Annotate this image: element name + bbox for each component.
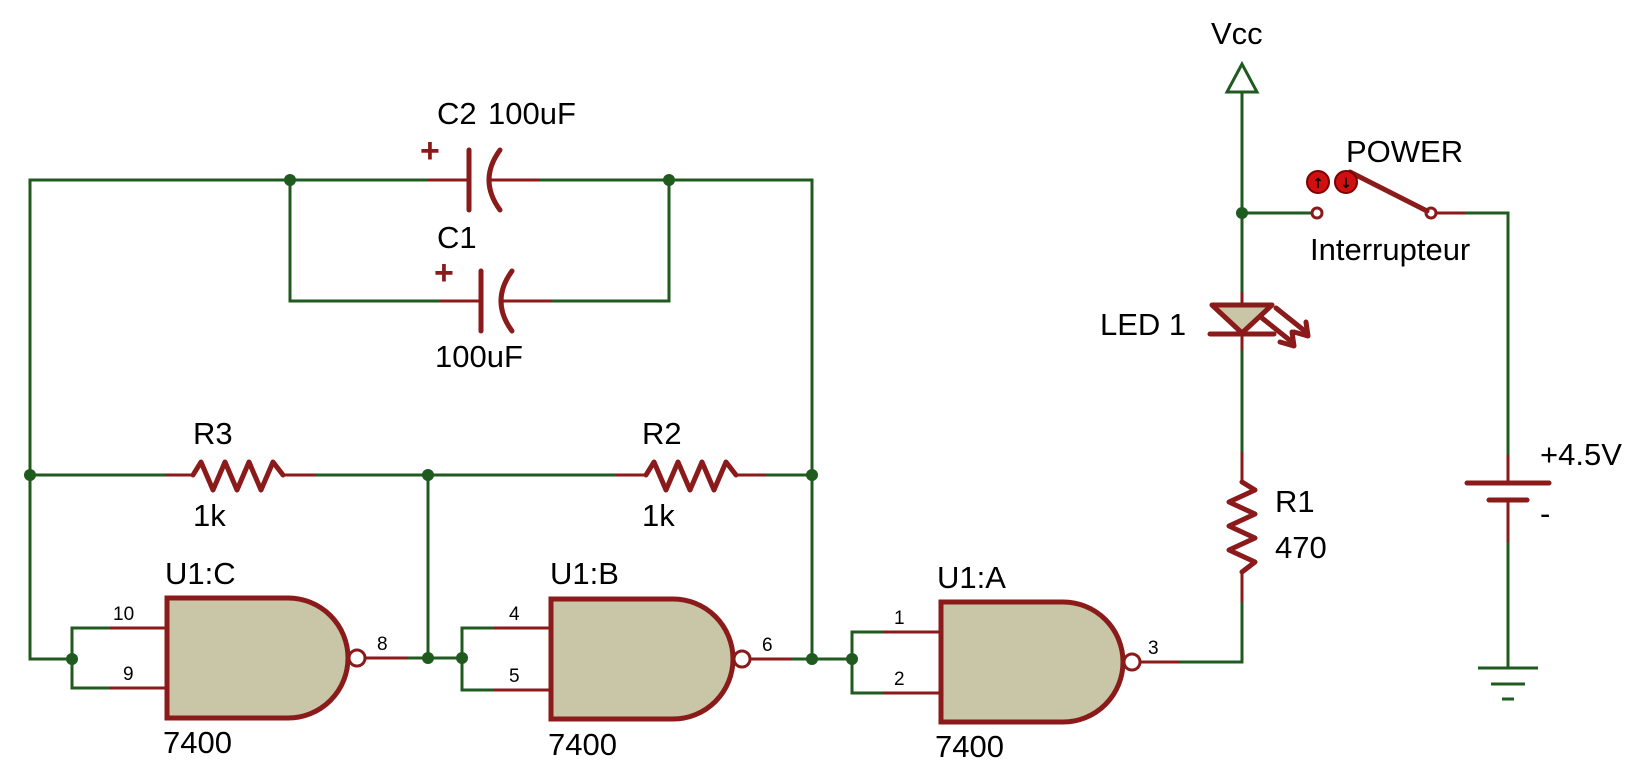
junction-dot	[806, 469, 818, 481]
r2-value-label: 1k	[642, 498, 675, 533]
r3-reference-label: R3	[193, 416, 233, 451]
u1b-pin-5: 5	[509, 666, 520, 687]
power-switch[interactable]: ↑ ↓ POWER Interrupteur	[1306, 134, 1470, 267]
battery-voltage-label: +4.5V	[1540, 437, 1622, 472]
wire-top-right	[538, 178, 814, 477]
wire-c1-right	[550, 178, 671, 303]
capacitor-c1: + C1 100uF	[434, 220, 552, 374]
ground-icon	[1478, 666, 1538, 701]
vcc-label: Vcc	[1211, 16, 1263, 51]
r2-reference-label: R2	[642, 416, 682, 451]
r3-value-label: 1k	[193, 498, 226, 533]
battery-negative-label: -	[1540, 496, 1550, 531]
junction-dot	[422, 652, 434, 664]
u1c-pin-8: 8	[377, 634, 388, 655]
resistor-r3: R3 1k	[165, 416, 315, 533]
junction-dot	[846, 653, 858, 665]
wires	[28, 90, 1510, 695]
nand-gate-u1c: 10 9 8 U1:C 7400	[110, 556, 408, 760]
led-1: LED 1	[1100, 292, 1311, 350]
u1a-reference-label: U1:A	[937, 560, 1006, 595]
u1c-part-label: 7400	[163, 725, 232, 760]
u1a-pin-2: 2	[894, 669, 905, 690]
junction-dot	[284, 174, 296, 186]
u1a-pin-3: 3	[1148, 638, 1159, 659]
led-label: LED 1	[1100, 307, 1186, 342]
resistor-r1: R1 470	[1226, 452, 1327, 602]
junction-dot	[456, 652, 468, 664]
r1-value-label: 470	[1275, 530, 1327, 565]
wire-u1c-inputs	[70, 626, 112, 690]
switch-off-icon[interactable]: ↓	[1334, 170, 1358, 194]
junction-dot	[1236, 207, 1248, 219]
switch-on-icon[interactable]: ↑	[1306, 170, 1330, 194]
u1c-pin-9: 9	[123, 664, 134, 685]
u1c-pin-10: 10	[113, 604, 134, 625]
nand-gate-u1b: 4 5 6 U1:B 7400	[494, 556, 792, 762]
c2-plus-sign: +	[420, 132, 440, 170]
u1b-pin-4: 4	[509, 604, 520, 625]
junction-dot	[66, 653, 78, 665]
wire-u1a-out	[1178, 600, 1244, 664]
vcc-arrow-icon	[1224, 60, 1260, 94]
wire-c1-left	[288, 178, 442, 303]
capacitor-c2: + C2 100uF	[420, 96, 576, 213]
svg-text:↑: ↑	[1312, 176, 1324, 192]
u1a-part-label: 7400	[935, 729, 1004, 764]
svg-text:↓: ↓	[1340, 176, 1352, 192]
junction-dot	[806, 653, 818, 665]
wire-u1b-inputs	[460, 626, 496, 692]
battery: +4.5V -	[1464, 437, 1622, 542]
c1-value-label: 100uF	[435, 339, 523, 374]
nand-gate-u1a: 1 2 3 U1:A 7400	[884, 560, 1180, 764]
junction-dot	[663, 174, 675, 186]
resistor-r2: R2 1k	[616, 416, 766, 533]
r1-reference-label: R1	[1275, 484, 1315, 519]
c1-reference-label: C1	[437, 220, 477, 255]
u1b-part-label: 7400	[548, 727, 617, 762]
switch-name-label: Interrupteur	[1310, 232, 1470, 267]
junction-dot	[24, 469, 36, 481]
c2-reference-label: C2	[437, 96, 477, 131]
u1b-reference-label: U1:B	[550, 556, 619, 591]
u1c-reference-label: U1:C	[165, 556, 236, 591]
c2-value-label: 100uF	[488, 96, 576, 131]
c1-plus-sign: +	[434, 254, 454, 292]
vcc-terminal: Vcc	[1211, 16, 1263, 94]
junctions	[24, 174, 1248, 665]
wire-u1a-inputs	[850, 630, 886, 695]
switch-power-label: POWER	[1346, 134, 1463, 169]
wire-switch-right	[1463, 211, 1510, 457]
wire-left-vertical	[28, 178, 74, 661]
junction-dot	[422, 469, 434, 481]
u1a-pin-1: 1	[894, 608, 905, 629]
u1b-pin-6: 6	[762, 635, 773, 656]
